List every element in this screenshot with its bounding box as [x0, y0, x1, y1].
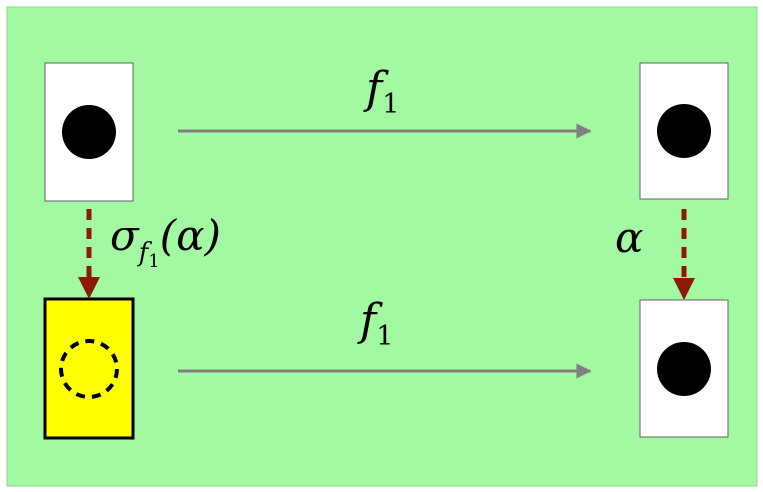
card-bottom-left-highlighted: [43, 297, 135, 440]
card-bottom-right: [639, 299, 729, 438]
solid-dot: [657, 342, 711, 396]
right-arrow-label: α: [615, 213, 643, 262]
left-dashed-arrow: [78, 209, 100, 299]
solid-dot: [62, 105, 116, 159]
bottom-arrow-label: f1: [357, 295, 393, 352]
card-top-left: [44, 62, 134, 202]
solid-dot: [657, 104, 711, 158]
right-dashed-arrow: [673, 209, 695, 300]
card-top-right: [639, 62, 729, 200]
left-arrow-label: σf1(α): [110, 211, 221, 272]
dashed-dot-outline: [59, 339, 119, 399]
